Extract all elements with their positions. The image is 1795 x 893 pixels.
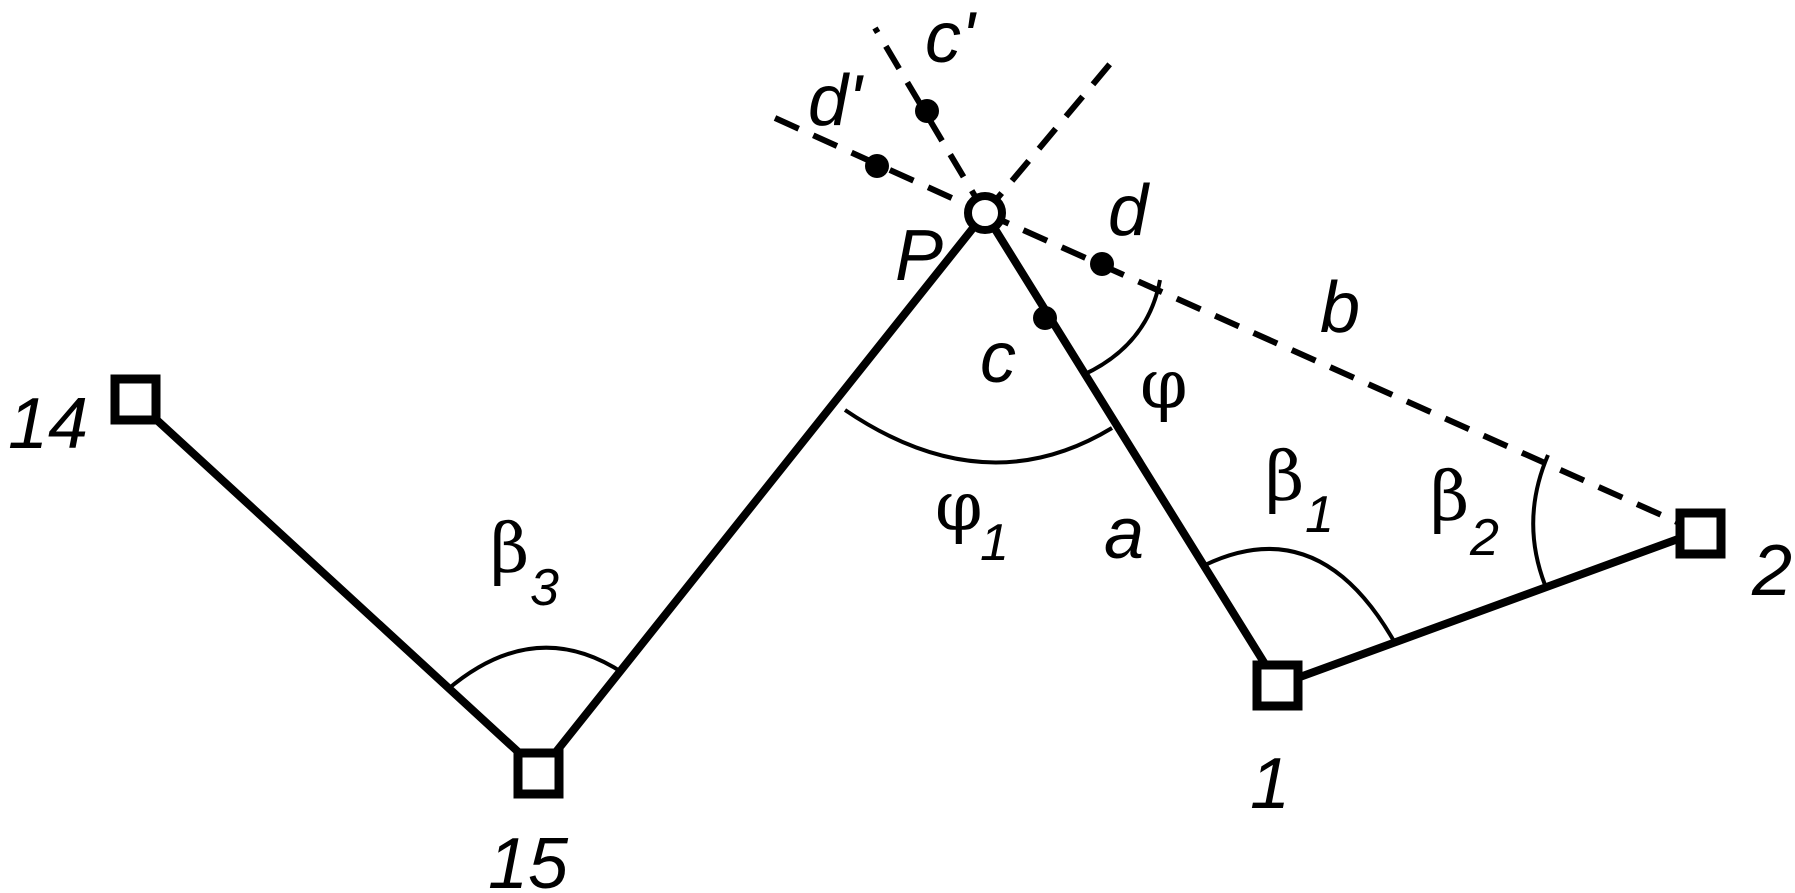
label-a: a <box>1104 494 1144 574</box>
label-station-2: 2 <box>1751 531 1792 611</box>
point-d-prime <box>865 154 889 178</box>
label-beta3-base: β <box>490 510 529 589</box>
station-2-marker <box>1675 508 1726 559</box>
label-beta2-sub: 2 <box>1469 509 1499 567</box>
traverse-P-1 <box>981 209 1282 689</box>
arc-beta1 <box>1204 546 1397 644</box>
point-p-marker <box>964 192 1006 234</box>
dashed-line-extension <box>982 56 1118 215</box>
label-c: c <box>980 318 1016 398</box>
label-phi1: φ 1 <box>935 468 1009 572</box>
label-beta3: β 3 <box>490 510 559 617</box>
station-15-marker <box>513 748 564 799</box>
label-phi1-sub: 1 <box>980 514 1009 572</box>
point-c-prime <box>915 99 939 123</box>
dashed-line-d-prime <box>773 115 987 216</box>
label-beta1-sub: 1 <box>1305 486 1334 544</box>
label-c-prime: c' <box>925 0 977 78</box>
station-14-marker <box>110 374 161 425</box>
label-station-1: 1 <box>1250 744 1290 824</box>
label-station-15: 15 <box>488 824 569 893</box>
label-phi: φ <box>1140 346 1188 425</box>
label-point-p: P <box>895 216 943 296</box>
arc-phi1 <box>843 408 1114 465</box>
arc-beta3 <box>445 645 625 692</box>
label-beta1: β 1 <box>1265 438 1334 544</box>
label-d-prime: d' <box>808 61 864 141</box>
traverse-15-P <box>536 209 989 776</box>
label-beta2: β 2 <box>1430 458 1499 567</box>
label-beta3-sub: 3 <box>530 559 559 617</box>
station-1-marker <box>1252 660 1303 711</box>
point-c <box>1033 306 1057 330</box>
point-d <box>1090 252 1114 276</box>
label-beta1-base: β <box>1265 438 1304 517</box>
label-beta2-base: β <box>1430 458 1469 537</box>
arc-phi <box>1082 279 1162 377</box>
label-station-14: 14 <box>8 384 88 464</box>
traverse-14-15 <box>131 396 544 776</box>
traverse-1-2 <box>1274 527 1704 689</box>
arc-beta2 <box>1531 454 1550 586</box>
label-phi1-base: φ <box>935 468 983 547</box>
label-b: b <box>1320 268 1360 348</box>
label-d: d <box>1108 171 1150 251</box>
